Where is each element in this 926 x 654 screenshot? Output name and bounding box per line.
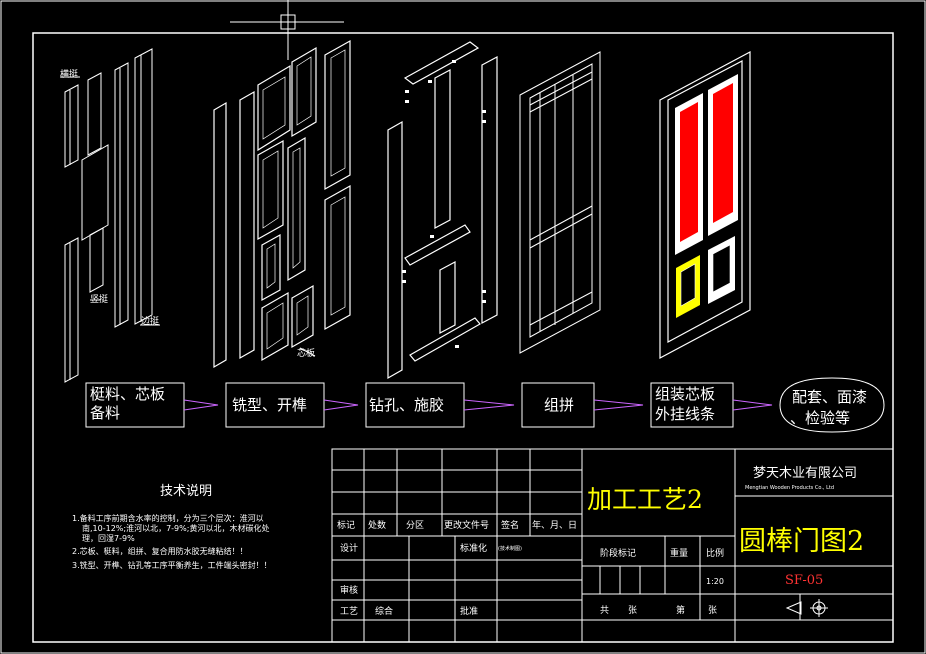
step-4-label: 组拼 [544,396,574,414]
arrow-3-icon [463,399,515,411]
tech-note-3: 理，回湿7-9% [82,534,135,543]
tech-note-1: 1.备料工序前期含水率的控制，分为三个层次：淮河以 [72,513,264,523]
arrow-2-icon [323,399,359,411]
tb-header-sign: 签名 [501,519,519,531]
company-name: 梦天木业有限公司 [753,466,857,481]
stage5-yellow-panels [676,236,735,318]
tb-process: 工艺 [340,606,358,617]
tech-note-4: 2.芯板、梃料，组拼、复合用防水胶无缝粘结！！ [72,546,248,556]
step-box-1 [85,382,185,428]
tb-design: 设计 [340,542,358,554]
stage5-red-panels [675,74,738,255]
tb-sheet2: 张 [708,605,717,616]
step-box-6 [779,377,885,433]
step-1-line1: 梃料、芯板 [90,385,165,403]
step-box-4 [521,382,595,428]
tb-approve: 批准 [460,605,478,617]
label-part-bottom: 竖挺 [90,293,108,305]
drawing-name: 圆棒门图2 [739,526,864,557]
tech-notes-title: 技术说明 [160,484,212,499]
tb-header-date: 年、月、日 [532,519,577,531]
process-flow [85,377,885,433]
tb-header-doc: 更改文件号 [444,519,489,531]
tb-review: 审核 [340,584,358,596]
stage4-frame [519,51,601,354]
tb-nth: 第 [676,604,685,616]
tech-note-5: 3.铣型、开榫、钻孔等工序平衡养生，工件端头密封！！ [72,560,272,570]
crosshair-cursor-icon [230,0,344,60]
tb-total: 共 [600,605,609,616]
step-3-label: 钻孔、施胶 [369,396,444,414]
stage3-dowels [402,60,486,348]
step-5-line2: 外挂线条 [655,405,715,423]
tb-standardize: 标准化 [460,542,487,554]
step-box-3 [365,382,465,428]
step-1-line2: 备料 [90,404,120,422]
drawing-number: SF-05 [785,573,823,588]
stage2-parts [213,39,351,369]
tech-note-2: 南,10-12%;淮河以北，7-9%;黄河以北，木材碳化处 [82,523,269,533]
tb-check: 综合 [375,605,393,617]
label-part-top: 横挺 [60,68,78,80]
stage3-parts [387,41,498,380]
tb-stage-mark: 阶段标记 [600,547,636,559]
tb-ratio-value: 1:20 [706,577,724,586]
stage2-inner-lines [262,49,346,350]
tb-header-mark: 标记 [337,519,355,531]
flow-arrows [183,399,773,411]
arrow-5-icon [732,399,773,411]
tb-sheets: 张 [628,605,637,616]
step-box-5 [650,382,734,428]
step-5-line1: 组装芯板 [655,385,715,403]
step-2-label: 铣型、开榫 [232,396,307,414]
title-block-grid [331,448,894,643]
company-name-en: Mengtian Wooden Products Co., Ltd [745,485,834,491]
arrow-4-icon [593,399,644,411]
tb-standardize-note: (技术制图) [498,545,522,552]
label-part-side: 边挺 [141,315,159,327]
label-part-core: 芯板 [297,347,315,359]
projection-symbol-icon [785,599,828,617]
tb-ratio: 比例 [706,547,724,559]
tb-weight: 重量 [670,547,688,559]
step-6-line1: 配套、面漆 [792,388,867,406]
tb-header-zone: 分区 [406,520,424,531]
step-6-line2: 、检验等 [790,409,850,427]
tb-header-count: 处数 [368,519,386,531]
step-box-2 [225,382,325,428]
drawing-title: 加工工艺2 [587,485,703,514]
stage1-parts [60,48,160,383]
arrow-1-icon [183,399,219,411]
stage5-door [659,51,751,359]
